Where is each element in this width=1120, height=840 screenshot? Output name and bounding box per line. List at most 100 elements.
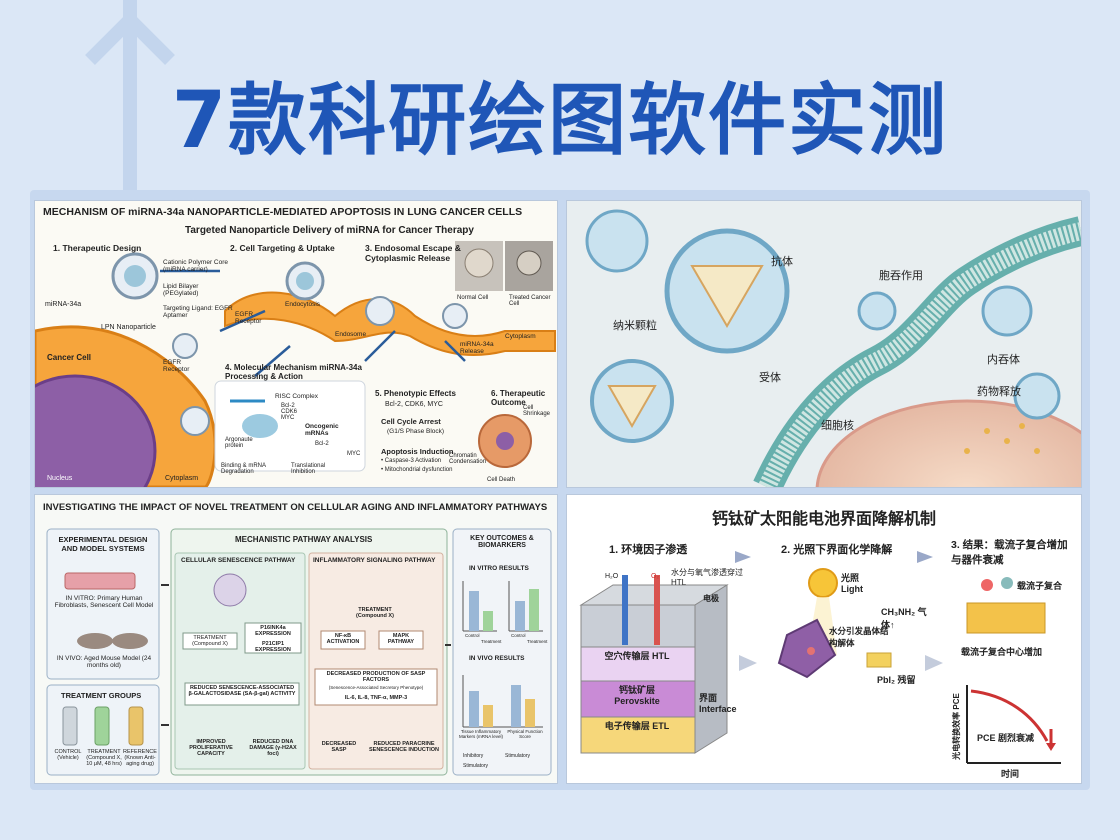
panel1-subheading: Targeted Nanoparticle Delivery of miRNA …	[185, 225, 474, 236]
mito-label: • Mitochondrial dysfunction	[381, 467, 453, 473]
vivo-chart	[462, 675, 543, 728]
vivo-cat-tissue: Tissue Inflammatory Markers (mRNA level)	[459, 729, 504, 739]
dna-damage-label: REDUCED DNA DAMAGE (γ-H2AX foci)	[249, 739, 297, 757]
binding-label: Binding & mRNA Degradation	[221, 463, 266, 475]
core-label: Cationic Polymer Core (miRNA carrier)	[163, 259, 229, 273]
groups-title: TREATMENT GROUPS	[61, 691, 142, 700]
group-reference: REFERENCE (Known Anti-aging drug)	[123, 749, 157, 767]
treated-cell-label: Treated Cancer Cell	[509, 295, 551, 307]
risc-label: RISC Complex	[275, 393, 318, 400]
group-control: CONTROL (Vehicle)	[54, 749, 82, 761]
moisture-label: 水分引发晶体结构解体	[829, 626, 889, 648]
paracrine-label: REDUCED PARACRINE SENESCENCE INDUCTION	[369, 741, 439, 753]
htl-label: 空穴传输层 HTL	[604, 651, 670, 661]
improved-label: IMPROVED PROLIFERATIVE CAPACITY	[189, 739, 233, 757]
penetrate-label: 水分与氧气渗透穿过HTL	[671, 568, 743, 587]
recombination-center-label: 载流子复合中心增加	[961, 647, 1043, 657]
step1-label: 1. Therapeutic Design	[53, 243, 142, 253]
electrode-label: 电极	[703, 594, 719, 603]
lnp-label: LPN Nanoparticle	[101, 324, 156, 331]
chart2-cat-treatment: Treatment	[527, 639, 548, 644]
step1-cn-label: 1. 环境因子渗透	[609, 544, 688, 556]
ch3nh2-label: CH₃NH₂ 气体↑	[881, 607, 927, 630]
etl-label: 电子传输层 ETL	[604, 721, 670, 731]
panel2-illustration	[585, 209, 1081, 487]
translational-label: Translational Inhibition	[291, 463, 326, 475]
panel-perovskite: 钙钛矿太阳能电池界面降解机制 1.	[566, 494, 1082, 784]
endocytosis-label-cn: 胞吞作用	[879, 270, 923, 282]
nanoparticle-large-icon	[664, 228, 790, 354]
sun-icon	[808, 568, 838, 598]
cytokines-label: IL-6, IL-8, TNF-α, MMP-3	[344, 695, 408, 701]
cell-death-label: Cell Death	[487, 477, 516, 483]
step2-cn-label: 2. 光照下界面化学降解	[781, 544, 893, 556]
legend-stimulatory-2: Stimulatory	[463, 763, 489, 769]
endocytosis-label: Endocytosis	[285, 301, 321, 308]
reduced-sa-box: REDUCED SENESCENCE-ASSOCIATED β-GALACTOS…	[188, 685, 296, 697]
normal-cell-label: Normal Cell	[457, 295, 489, 301]
oncogenic-label: Oncogenic mRNAs	[305, 423, 339, 437]
egfr-label-2: EGFR Receptor	[163, 359, 190, 373]
bcl2-label: Bcl-2	[315, 441, 329, 447]
vivo-results-title: IN VIVO RESULTS	[469, 655, 525, 662]
myc-label: MYC	[347, 451, 361, 457]
in-vitro-label: IN VITRO: Primary Human Fibroblasts, Sen…	[54, 595, 154, 609]
bilayer-label: Lipid Bilayer (PEGylated)	[163, 283, 199, 297]
legend-inhibitory: Inhibitory	[463, 753, 484, 759]
senescence-title: CELLULAR SENESCENCE PATHWAY	[181, 557, 296, 564]
light-label: 光照 Light	[841, 573, 863, 594]
perovskite-label: 钙钛矿层 Perovskite	[614, 685, 660, 706]
outcomes-title: KEY OUTCOMES & BIOMARKERS	[470, 535, 534, 549]
endosome-label: Endosome	[335, 331, 367, 338]
panel-mirna-mechanism: MECHANISM OF miRNA-34a NANOPARTICLE-MEDI…	[34, 200, 558, 488]
sasp-sub-label: (Senescence-Associated Secretory Phenoty…	[328, 685, 424, 690]
step5-label: 5. Phenotypic Effects	[375, 389, 456, 398]
pce-axis-label: 光电转换效率 PCE	[951, 693, 961, 760]
step4-label: 4. Molecular Mechanism miRNA-34a Process…	[225, 363, 362, 381]
vitro-chart-1	[462, 581, 497, 632]
cytoplasm-label: Cytoplasm	[505, 333, 536, 340]
cancer-cell-label: Cancer Cell	[47, 353, 92, 362]
endosome-label-cn: 内吞体	[987, 354, 1020, 366]
vitro-results-title: IN VITRO RESULTS	[469, 565, 529, 572]
panel3-illustration	[46, 528, 552, 776]
drug-release-label: 药物释放	[977, 386, 1021, 398]
group-treatment: TREATMENT (Compound X, 10 μM, 48 hrs)	[86, 749, 122, 767]
vitro-chart-2	[508, 581, 543, 632]
in-vivo-label: IN VIVO: Aged Mouse Model (24 months old…	[56, 655, 152, 669]
p21-box: P21CIP1 EXPRESSION	[255, 641, 291, 653]
panel-nanoparticle-uptake: 抗体 胞吞作用 纳米颗粒 受体 内吞体 药物释放 细胞核	[566, 200, 1082, 488]
egfr-label: EGFR Receptor	[235, 311, 262, 325]
chart1-cat-control: Control	[465, 633, 480, 638]
step3-label: 3. Endosomal Escape & Cytoplasmic Releas…	[365, 243, 461, 263]
nfkb-box: NF-κB ACTIVATION	[326, 633, 360, 645]
legend-stimulatory: Stimulatory	[505, 753, 531, 759]
design-title: EXPERIMENTAL DESIGN AND MODEL SYSTEMS	[58, 535, 148, 553]
panel4-illustration	[579, 551, 1061, 764]
time-axis-label: 时间	[1001, 769, 1020, 779]
shrinkage-label: Cell Shrinkage	[523, 405, 551, 417]
argonaute-label: Argonaute protein	[225, 437, 253, 449]
cytoplasm-label-2: Cytoplasm	[165, 475, 199, 482]
treatment-box: TREATMENT (Compound X)	[192, 635, 228, 647]
step5-sub-label: Bcl-2, CDK6, MYC	[385, 401, 443, 408]
decreased-sasp-label: DECREASED SASP	[321, 741, 357, 753]
targets-label: Bcl-2 CDK6 MYC	[281, 403, 298, 421]
nanoparticle-icon	[111, 252, 159, 300]
inflammatory-title: INFLAMMATORY SIGNALING PATHWAY	[313, 557, 436, 564]
p16-box: P16INK4a EXPRESSION	[255, 625, 291, 637]
chart1-cat-treatment: Treatment	[481, 639, 502, 644]
page-title: 7款科研绘图软件实测	[171, 76, 949, 166]
nanoparticle-label: 纳米颗粒	[613, 320, 657, 332]
sasp-box: DECREASED PRODUCTION OF SASP FACTORS	[326, 671, 426, 683]
caspase-label: • Caspase-3 Activation	[381, 458, 442, 464]
h2o-label: H₂O	[605, 573, 619, 580]
chart2-cat-control: Control	[511, 633, 526, 638]
chromatin-label: Chromatin Condensation	[449, 453, 487, 465]
recombination-label: 载流子复合	[1017, 581, 1063, 591]
step2-label: 2. Cell Targeting & Uptake	[230, 243, 335, 253]
mechanism-title: MECHANISTIC PATHWAY ANALYSIS	[235, 535, 373, 544]
panel1-heading: MECHANISM OF miRNA-34a NANOPARTICLE-MEDI…	[43, 206, 523, 218]
interface-label: 界面 Interface	[699, 693, 737, 714]
pbi2-label: PbI₂ 残留	[877, 675, 916, 685]
